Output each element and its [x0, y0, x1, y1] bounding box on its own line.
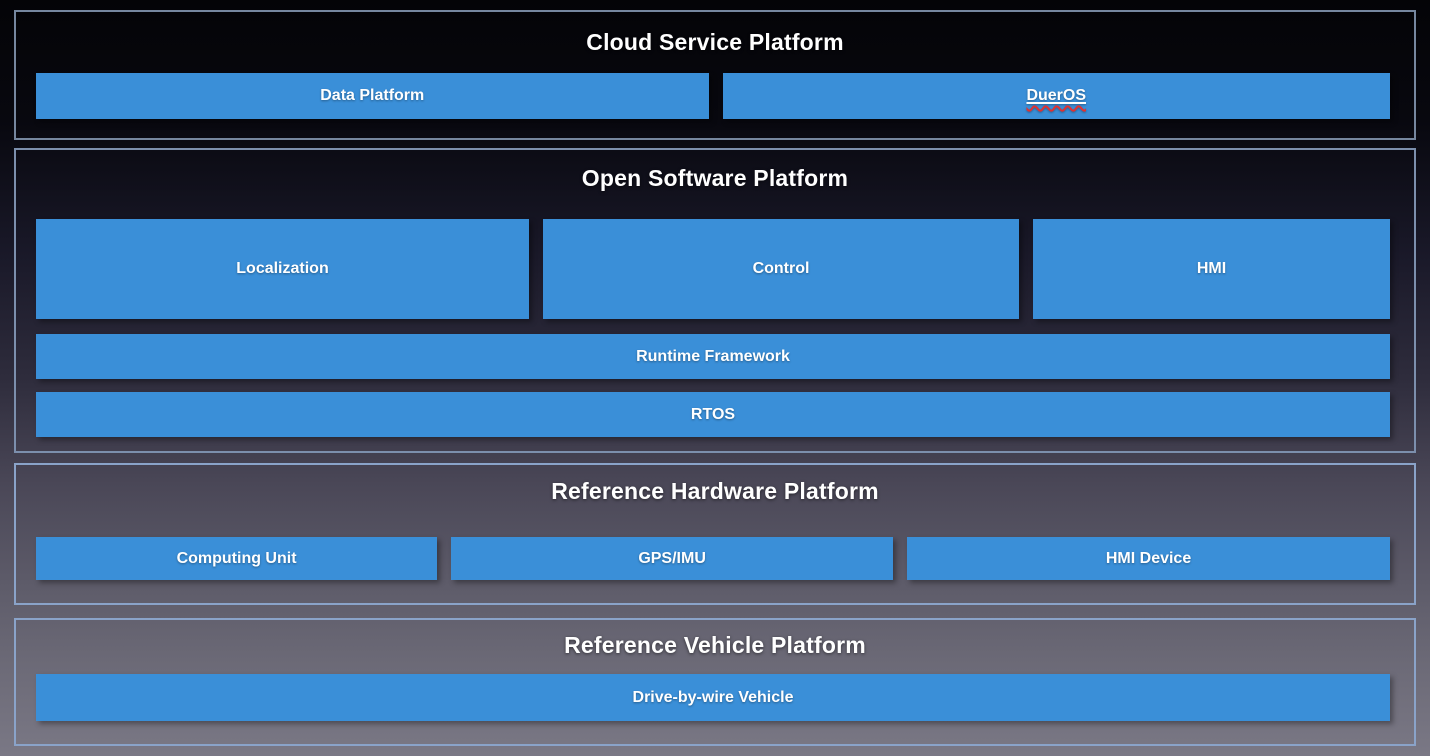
section-open-software-platform: Open Software Platform Localization Cont… [14, 148, 1416, 453]
box-hmi: HMI [1033, 219, 1390, 319]
box-runtime-framework: Runtime Framework [36, 334, 1390, 379]
box-dueros: DuerOS [722, 73, 1390, 119]
box-gps-imu: GPS/IMU [451, 537, 894, 580]
box-rtos: RTOS [36, 392, 1390, 437]
box-label-control: Control [752, 260, 810, 277]
box-drive-by-wire-vehicle: Drive-by-wire Vehicle [36, 674, 1390, 721]
box-label-gps-imu: GPS/IMU [638, 549, 706, 567]
software-modules-row: Localization Control HMI [36, 219, 1390, 319]
runtime-framework-row: Runtime Framework [36, 334, 1390, 379]
section-cloud-service-platform: Cloud Service Platform Data Platform Due… [14, 10, 1416, 140]
box-label-data-platform: Data Platform [320, 87, 425, 104]
box-data-platform: Data Platform [36, 73, 709, 119]
hardware-boxes-row: Computing Unit GPS/IMU HMI Device [36, 537, 1390, 580]
section-title-cloud-service-platform: Cloud Service Platform [586, 29, 844, 55]
cloud-boxes-row: Data Platform DuerOS [36, 73, 1390, 119]
section-reference-hardware-platform: Reference Hardware Platform Computing Un… [14, 463, 1416, 605]
box-label-hmi: HMI [1196, 260, 1227, 277]
box-label-dueros: DuerOS [1026, 87, 1086, 105]
vehicle-boxes-row: Drive-by-wire Vehicle [36, 674, 1390, 721]
box-computing-unit: Computing Unit [36, 537, 438, 580]
box-hmi-device: HMI Device [907, 537, 1390, 580]
box-label-rtos: RTOS [690, 405, 736, 423]
box-label-computing-unit: Computing Unit [176, 549, 297, 567]
box-localization: Localization [36, 219, 529, 319]
box-label-drive-by-wire-vehicle: Drive-by-wire Vehicle [632, 688, 794, 706]
section-title-reference-hardware-platform: Reference Hardware Platform [551, 478, 879, 504]
section-title-open-software-platform: Open Software Platform [581, 165, 849, 191]
box-label-localization: Localization [236, 260, 329, 277]
box-label-runtime-framework: Runtime Framework [636, 347, 790, 365]
box-label-hmi-device: HMI Device [1105, 549, 1192, 567]
spellcheck-squiggle: DuerOS [1026, 87, 1087, 104]
section-title-reference-vehicle-platform: Reference Vehicle Platform [564, 632, 866, 658]
rtos-row: RTOS [36, 392, 1390, 437]
section-reference-vehicle-platform: Reference Vehicle Platform Drive-by-wire… [14, 618, 1416, 746]
box-control: Control [543, 219, 1019, 319]
